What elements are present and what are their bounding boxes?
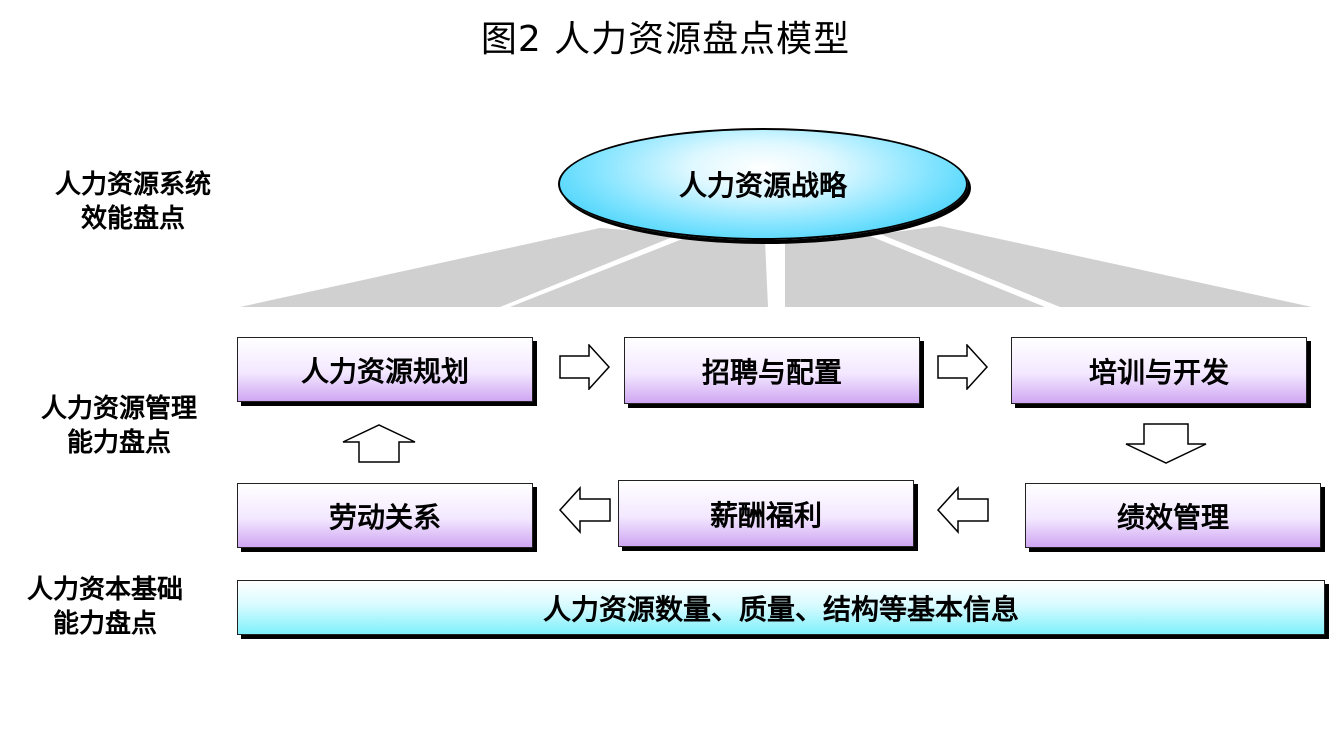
arrow-left-compensation-to-labor	[558, 486, 611, 534]
module-performance: 绩效管理	[1025, 483, 1321, 548]
arrow-left-icon	[936, 486, 989, 534]
beam-center-left	[510, 236, 768, 307]
module-compensation: 薪酬福利	[618, 480, 914, 547]
label-system-efficiency-line2: 效能盘点	[80, 204, 185, 234]
module-training: 培训与开发	[1011, 337, 1307, 404]
label-management-capability: 人力资源管理 能力盘点	[24, 392, 214, 460]
arrow-left-icon	[558, 486, 611, 534]
label-capital-foundation-line2: 能力盘点	[52, 609, 157, 639]
arrow-left-performance-to-compensation	[936, 486, 989, 534]
label-capital-foundation-line1: 人力资本基础	[26, 575, 183, 605]
arrow-down-training-to-performance	[1125, 423, 1207, 464]
module-performance-label: 绩效管理	[1116, 500, 1229, 534]
module-compensation-label: 薪酬福利	[709, 498, 822, 532]
label-management-capability-line2: 能力盘点	[66, 428, 171, 458]
strategy-label: 人力资源战略	[678, 169, 847, 202]
arrow-right-recruitment-to-training	[937, 344, 989, 390]
strategy-ellipse: 人力资源战略	[558, 128, 968, 240]
arrow-up-labor-to-planning	[342, 424, 416, 463]
arrow-right-planning-to-recruitment	[559, 344, 611, 390]
label-capital-foundation: 人力资本基础 能力盘点	[10, 573, 200, 641]
module-recruitment: 招聘与配置	[624, 337, 920, 404]
page-title: 图2 人力资源盘点模型	[480, 19, 851, 60]
beam-center-right	[785, 236, 1045, 307]
arrow-right-icon	[937, 344, 989, 390]
beam-right	[880, 226, 1312, 307]
module-labor-relations: 劳动关系	[237, 483, 533, 548]
arrow-right-icon	[559, 344, 611, 390]
arrow-down-icon	[1125, 423, 1207, 464]
foundation-label: 人力资源数量、质量、结构等基本信息	[542, 592, 1019, 626]
beam-left	[240, 228, 680, 307]
label-system-efficiency-line1: 人力资源系统	[54, 170, 211, 200]
module-recruitment-label: 招聘与配置	[701, 355, 842, 389]
label-system-efficiency: 人力资源系统 效能盘点	[38, 168, 228, 236]
label-management-capability-line1: 人力资源管理	[40, 394, 197, 424]
module-planning: 人力资源规划	[237, 337, 533, 402]
foundation-bar: 人力资源数量、质量、结构等基本信息	[237, 580, 1325, 635]
arrow-up-icon	[342, 424, 416, 463]
module-labor-relations-label: 劳动关系	[328, 500, 441, 534]
module-training-label: 培训与开发	[1088, 355, 1229, 389]
module-planning-label: 人力资源规划	[300, 354, 469, 388]
